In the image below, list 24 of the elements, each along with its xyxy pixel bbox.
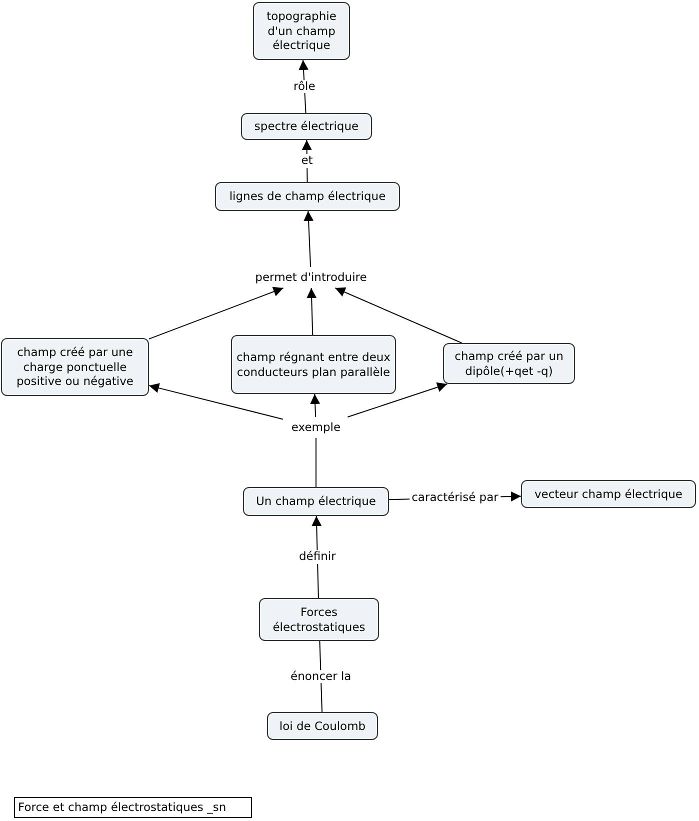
concept-box: topographie d'un champ électrique: [253, 2, 350, 60]
arrow: [334, 287, 462, 344]
arrow: [310, 394, 320, 418]
concept-box: Forces électrostatiques: [259, 598, 379, 641]
edge-label: énoncer la: [288, 670, 354, 684]
concept-box: spectre électrique: [241, 113, 372, 140]
concept-box: champ créé par une charge ponctuelle positive ou négative: [1, 338, 149, 396]
edge-label: et: [299, 154, 315, 168]
concept-box: vecteur champ électrique: [521, 480, 696, 508]
concept-box: loi de Coulomb: [267, 712, 378, 740]
edge-label: caractérisé par: [410, 491, 500, 505]
arrow: [306, 288, 317, 336]
concept-box: champ régnant entre deux conducteurs plan parallèle: [231, 335, 396, 394]
arrow: [304, 210, 314, 268]
arrow: [302, 140, 312, 182]
concept-box: lignes de champ électrique: [215, 182, 400, 211]
edge-label: rôle: [292, 80, 318, 94]
arrow: [148, 383, 284, 420]
edge-label: définir: [296, 550, 338, 564]
arrow: [347, 382, 448, 418]
map-title-box: Force et champ électrostatiques _sn: [14, 797, 252, 818]
arrow: [148, 286, 284, 340]
concept-box: champ créé par un dipôle(+qet -q): [443, 343, 575, 384]
concept-box: Un champ électrique: [243, 487, 389, 516]
